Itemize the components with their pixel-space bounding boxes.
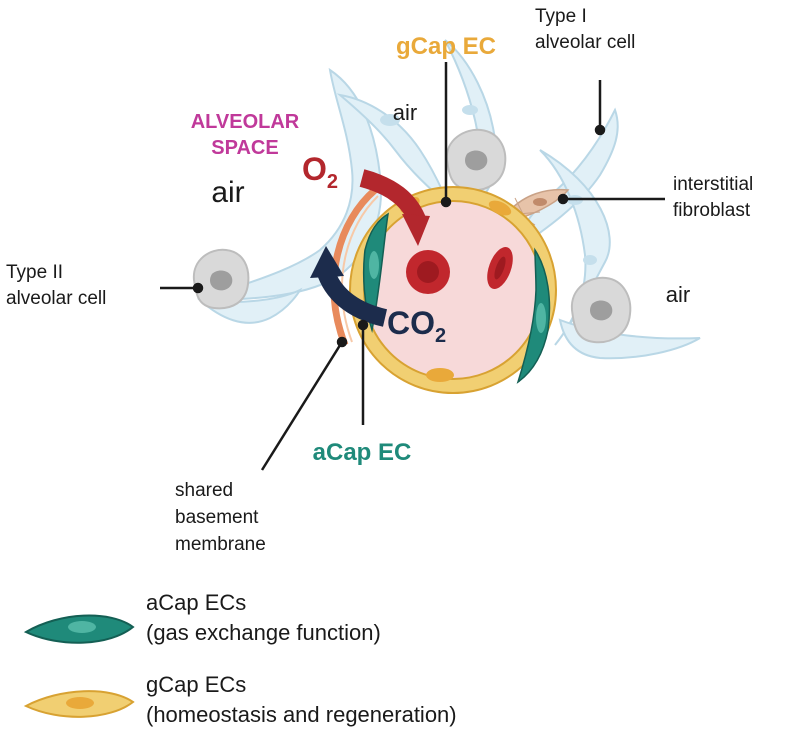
capillary (349, 186, 557, 394)
type1-label-2: alveolar cell (535, 32, 635, 53)
type2-label-2: alveolar cell (6, 288, 106, 309)
type2-label-1: Type II (6, 262, 63, 283)
o2-label: O2 (302, 151, 338, 193)
membrane-label-2: basement (175, 507, 259, 528)
red-blood-cell-1 (406, 250, 450, 294)
leader-lines (160, 62, 665, 471)
fibroblast-label-2: fibroblast (673, 200, 751, 221)
legend-gcap-desc: (homeostasis and regeneration) (146, 702, 457, 727)
acap-cell-right (516, 247, 551, 384)
air-right-label: air (666, 282, 690, 307)
legend-gcap-icon (23, 690, 135, 718)
legend-acap-title: aCap ECs (146, 590, 246, 615)
legend-acap-icon (23, 614, 135, 644)
air-left-label: air (211, 176, 244, 209)
red-blood-cell-2 (487, 246, 513, 290)
legend: aCap ECs (gas exchange function) gCap EC… (23, 590, 457, 727)
co2-label: CO2 (387, 305, 446, 347)
alveolar-space-label-1: ALVEOLAR (191, 111, 300, 133)
membrane-label-3: membrane (175, 534, 266, 555)
shared-basement-membrane (330, 187, 378, 347)
alveolar-macrophage-cells (192, 128, 632, 344)
legend-gcap-title: gCap ECs (146, 672, 246, 697)
type1-label-1: Type I (535, 6, 587, 27)
membrane-label-1: shared (175, 480, 233, 501)
interstitial-fibroblast (504, 188, 570, 229)
acap-ec-label: aCap EC (313, 439, 412, 466)
fibroblast-label-1: interstitial (673, 174, 753, 195)
legend-acap-desc: (gas exchange function) (146, 620, 381, 645)
gcap-ec-label: gCap EC (396, 33, 496, 60)
air-top-label: air (393, 100, 417, 125)
alveolar-space-label-2: SPACE (211, 137, 278, 159)
